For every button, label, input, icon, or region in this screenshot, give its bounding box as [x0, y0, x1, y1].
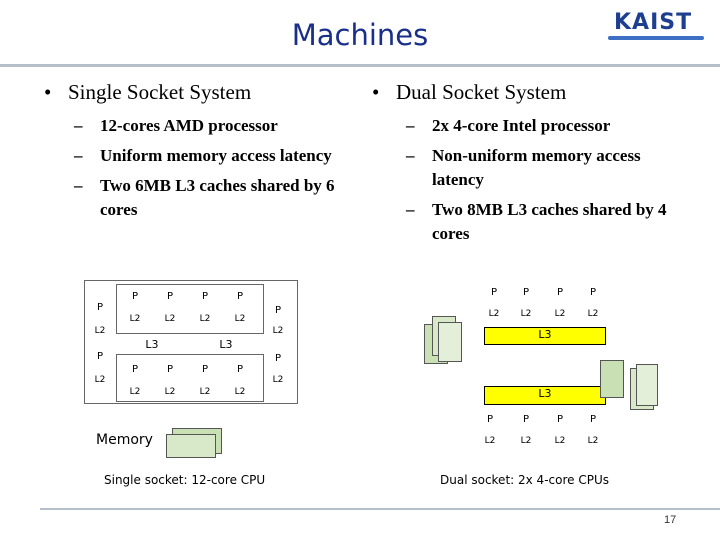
core-p: P	[522, 414, 530, 425]
memory-module-icon	[166, 428, 226, 458]
memory-module-icon	[424, 316, 464, 366]
logo-swoosh	[608, 36, 704, 40]
core-l2: L2	[129, 314, 141, 324]
right-item-1: 2x 4-core Intel processor	[432, 116, 611, 135]
core-p: P	[166, 291, 174, 302]
memory-chip-front	[438, 322, 462, 362]
top-core-group	[116, 284, 264, 334]
core-p: P	[131, 364, 139, 375]
footer-divider	[40, 508, 720, 510]
page-number: 17	[664, 514, 677, 526]
l3-label: L3	[145, 338, 159, 351]
core-p: P	[236, 291, 244, 302]
core-l2: L2	[234, 387, 246, 397]
l3-label: L3	[538, 328, 552, 341]
core-l2: L2	[199, 387, 211, 397]
title-divider	[0, 64, 720, 67]
core-p: P	[236, 364, 244, 375]
right-diagram-caption: Dual socket: 2x 4-core CPUs	[440, 473, 609, 487]
core-l2: L2	[272, 375, 284, 385]
memory-chip-front	[166, 434, 216, 458]
core-l2: L2	[587, 436, 599, 446]
dash-marker: –	[406, 116, 415, 135]
core-p: P	[522, 287, 530, 298]
slide-title: Machines	[291, 18, 429, 52]
core-l2: L2	[94, 375, 106, 385]
list-item: –12-cores AMD processor	[74, 114, 354, 138]
dash-marker: –	[406, 146, 415, 165]
core-p: P	[589, 287, 597, 298]
core-l2: L2	[554, 309, 566, 319]
core-l2: L2	[520, 309, 532, 319]
left-item-1: 12-cores AMD processor	[100, 116, 278, 135]
core-l2: L2	[554, 436, 566, 446]
kaist-logo: KAIST	[604, 8, 708, 42]
core-l2: L2	[272, 326, 284, 336]
dash-marker: –	[74, 176, 83, 195]
core-l2: L2	[164, 387, 176, 397]
right-item-3: Two 8MB L3 caches shared by 4 cores	[432, 200, 667, 243]
l3-cache-lower: L3	[484, 386, 606, 405]
l3-label: L3	[219, 338, 233, 351]
bottom-core-group	[116, 354, 264, 402]
memory-chip-back	[600, 360, 624, 398]
core-l2: L2	[164, 314, 176, 324]
dash-marker: –	[74, 116, 83, 135]
core-l2: L2	[520, 436, 532, 446]
left-heading-text: Single Socket System	[68, 80, 252, 104]
left-item-2: Uniform memory access latency	[100, 146, 332, 165]
core-l2: L2	[129, 387, 141, 397]
core-p: P	[201, 364, 209, 375]
memory-module-icon	[600, 360, 660, 410]
l3-label: L3	[538, 387, 552, 400]
list-item: –Non-uniform memory access latency	[406, 144, 696, 192]
list-item: –Uniform memory access latency	[74, 144, 354, 168]
left-bullet-list: –12-cores AMD processor –Uniform memory …	[74, 114, 354, 228]
core-l2: L2	[234, 314, 246, 324]
right-item-2: Non-uniform memory access latency	[432, 146, 641, 189]
core-l2: L2	[488, 309, 500, 319]
core-p: P	[166, 364, 174, 375]
core-p: P	[486, 414, 494, 425]
list-item: –Two 8MB L3 caches shared by 4 cores	[406, 198, 696, 246]
dash-marker: –	[74, 146, 83, 165]
left-heading: • Single Socket System	[44, 80, 251, 105]
core-l2: L2	[484, 436, 496, 446]
memory-chip-front	[636, 364, 658, 406]
core-p: P	[96, 302, 104, 313]
list-item: –2x 4-core Intel processor	[406, 114, 696, 138]
core-l2: L2	[199, 314, 211, 324]
dash-marker: –	[406, 200, 415, 219]
core-p: P	[589, 414, 597, 425]
right-heading: • Dual Socket System	[372, 80, 566, 105]
core-l2: L2	[587, 309, 599, 319]
core-p: P	[274, 305, 282, 316]
list-item: –Two 6MB L3 caches shared by 6 cores	[74, 174, 354, 222]
core-p: P	[556, 287, 564, 298]
left-item-3: Two 6MB L3 caches shared by 6 cores	[100, 176, 335, 219]
core-l2: L2	[94, 326, 106, 336]
left-diagram-caption: Single socket: 12-core CPU	[104, 473, 266, 487]
core-p: P	[556, 414, 564, 425]
core-p: P	[201, 291, 209, 302]
logo-text: KAIST	[614, 10, 693, 35]
right-heading-text: Dual Socket System	[396, 80, 567, 104]
bullet-dot: •	[372, 80, 380, 104]
memory-label: Memory	[96, 432, 153, 448]
bullet-dot: •	[44, 80, 52, 104]
core-p: P	[96, 351, 104, 362]
core-p: P	[274, 353, 282, 364]
right-bullet-list: –2x 4-core Intel processor –Non-uniform …	[406, 114, 696, 252]
core-p: P	[131, 291, 139, 302]
l3-cache-upper: L3	[484, 327, 606, 345]
core-p: P	[490, 287, 498, 298]
